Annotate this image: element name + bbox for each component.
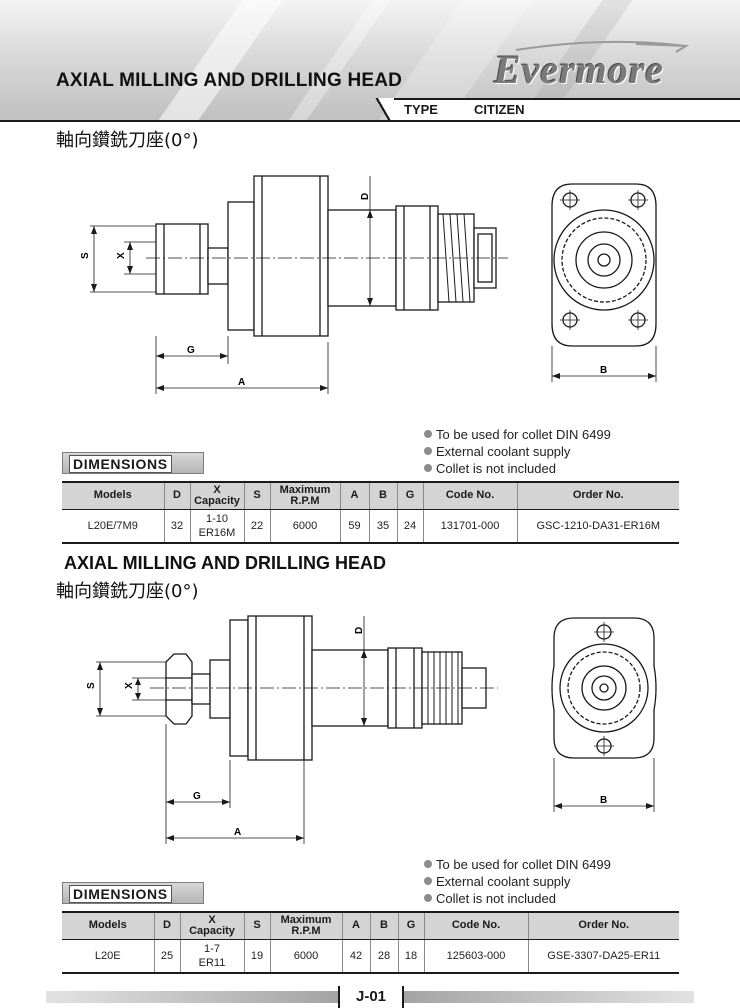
col-header-a: A	[340, 481, 370, 510]
col-header-b: B	[370, 911, 399, 940]
cell-x-capacity: 1-7 ER11	[180, 939, 245, 974]
cell-d: 25	[154, 939, 181, 974]
cell-g: 24	[397, 509, 424, 544]
note-item: External coolant supply	[424, 443, 611, 460]
table-row: L20E/7M9 32 1-10 ER16M 22 6000 59 35 24 …	[62, 509, 679, 544]
col-header-order-no: Order No.	[528, 911, 679, 940]
cell-x-capacity: 1-10 ER16M	[190, 509, 245, 544]
section-2-title: AXIAL MILLING AND DRILLING HEAD	[64, 553, 386, 573]
section-1-drawing: S X D G A B	[0, 170, 740, 398]
dim-label-b: B	[600, 795, 607, 806]
cell-b: 28	[370, 939, 399, 974]
col-header-order-no: Order No.	[517, 481, 679, 510]
dim-label-a: A	[234, 827, 241, 838]
cell-code-no: 125603-000	[424, 939, 529, 974]
dim-label-a: A	[238, 377, 245, 388]
cell-b: 35	[369, 509, 398, 544]
cell-s: 22	[244, 509, 271, 544]
cell-g: 18	[398, 939, 425, 974]
type-value: CITIZEN	[474, 102, 525, 117]
col-header-max-rpm: Maximum R.P.M	[270, 911, 343, 940]
logo-text: Evermore	[494, 47, 665, 92]
section-2-subtitle: 軸向鑽銑刀座(0°)	[56, 581, 199, 602]
dim-label-s: S	[80, 252, 91, 259]
col-header-b: B	[369, 481, 398, 510]
col-header-s: S	[244, 481, 271, 510]
page-number: J-01	[338, 986, 404, 1008]
cell-max-rpm: 6000	[270, 509, 341, 544]
note-item: To be used for collet DIN 6499	[424, 856, 611, 873]
cell-d: 32	[164, 509, 191, 544]
section-1-dimensions-table: Models D X Capacity S Maximum R.P.M A B …	[62, 481, 679, 544]
col-header-models: Models	[62, 481, 165, 510]
dim-label-d: D	[354, 627, 365, 634]
header-rule	[0, 120, 740, 122]
page-title: AXIAL MILLING AND DRILLING HEAD	[56, 70, 403, 91]
evermore-logo: Evermore	[486, 40, 696, 98]
cell-a: 59	[340, 509, 370, 544]
type-bar: TYPE CITIZEN	[372, 98, 740, 122]
cell-order-no: GSC-1210-DA31-ER16M	[517, 509, 679, 544]
col-header-g: G	[398, 911, 425, 940]
cell-order-no: GSE-3307-DA25-ER11	[528, 939, 679, 974]
table-header-row: Models D X Capacity S Maximum R.P.M A B …	[62, 481, 679, 510]
cell-code-no: 131701-000	[423, 509, 518, 544]
section-1-notes: To be used for collet DIN 6499 External …	[424, 426, 611, 477]
col-header-d: D	[154, 911, 181, 940]
col-header-code-no: Code No.	[424, 911, 529, 940]
dim-label-x: X	[124, 682, 135, 689]
section-2-dimensions-tab: DIMENSIONS	[62, 882, 204, 904]
note-item: Collet is not included	[424, 890, 611, 907]
cell-s: 19	[244, 939, 271, 974]
dimensions-label: DIMENSIONS	[69, 885, 172, 903]
cell-max-rpm: 6000	[270, 939, 343, 974]
dim-label-b: B	[600, 365, 607, 376]
note-item: Collet is not included	[424, 460, 611, 477]
section-2-drawing: S X D G A B	[0, 612, 740, 848]
col-header-code-no: Code No.	[423, 481, 518, 510]
end-view	[551, 183, 657, 347]
col-header-x-capacity: X Capacity	[190, 481, 245, 510]
section-1-subtitle: 軸向鑽銑刀座(0°)	[56, 130, 199, 151]
section-1-dimensions-tab: DIMENSIONS	[62, 452, 204, 474]
cell-a: 42	[342, 939, 371, 974]
table-row: L20E 25 1-7 ER11 19 6000 42 28 18 125603…	[62, 939, 679, 974]
note-item: To be used for collet DIN 6499	[424, 426, 611, 443]
type-label: TYPE	[404, 102, 438, 117]
side-view	[155, 175, 497, 337]
col-header-g: G	[397, 481, 424, 510]
end-view	[551, 617, 657, 759]
note-item: External coolant supply	[424, 873, 611, 890]
col-header-d: D	[164, 481, 191, 510]
dimensions-label: DIMENSIONS	[69, 455, 172, 473]
section-2-notes: To be used for collet DIN 6499 External …	[424, 856, 611, 907]
dim-label-g: G	[193, 791, 201, 802]
section-2-dimensions-table: Models D X Capacity S Maximum R.P.M A B …	[62, 911, 679, 974]
dim-label-g: G	[187, 345, 195, 356]
col-header-max-rpm: Maximum R.P.M	[270, 481, 341, 510]
col-header-x-capacity: X Capacity	[180, 911, 245, 940]
cell-model: L20E	[62, 939, 155, 974]
col-header-models: Models	[62, 911, 155, 940]
dim-label-s: S	[86, 682, 97, 689]
col-header-s: S	[244, 911, 271, 940]
table-header-row: Models D X Capacity S Maximum R.P.M A B …	[62, 911, 679, 940]
col-header-a: A	[342, 911, 371, 940]
cell-model: L20E/7M9	[62, 509, 165, 544]
dim-label-x: X	[116, 252, 127, 259]
dim-label-d: D	[360, 193, 371, 200]
